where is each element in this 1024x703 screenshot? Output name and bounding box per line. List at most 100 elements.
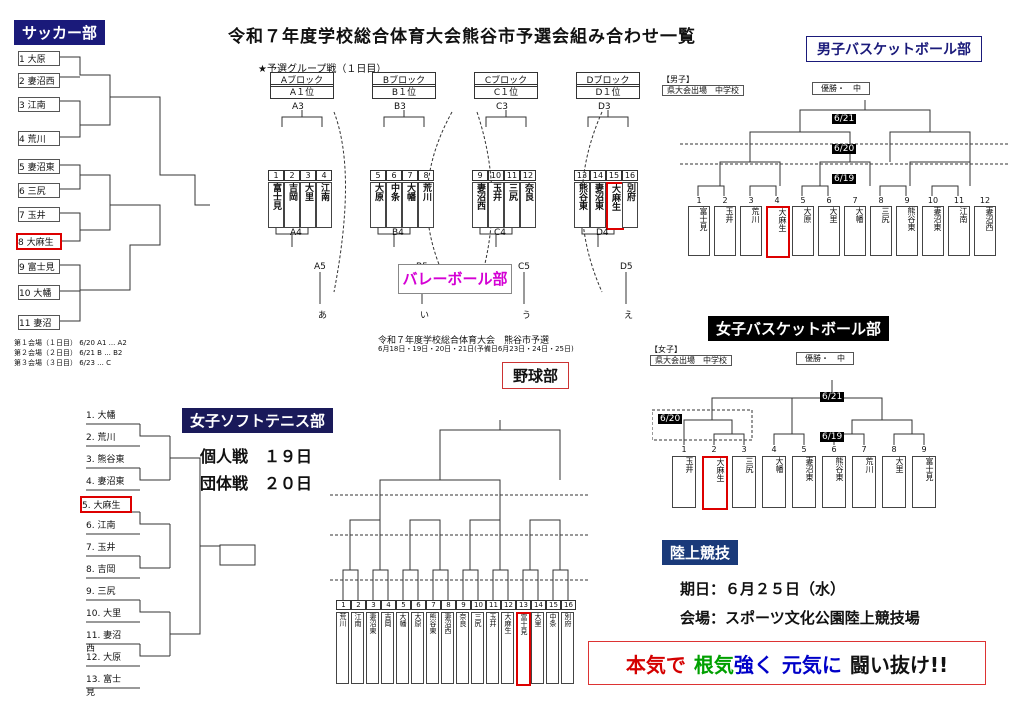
girls-basket-team: 三尻 [732, 456, 756, 508]
baseball-team: 大原 [411, 612, 424, 684]
boys-basket-label-row: 県大会出場 中学校 [662, 85, 744, 96]
bracket-line [697, 185, 725, 196]
baseball-num: 12 [501, 600, 516, 610]
soccer-header: サッカー部 [14, 20, 106, 45]
girls-basket-team: 玉井 [672, 456, 696, 508]
bracket-line [529, 519, 561, 570]
volleyball-team: 三尻 [504, 182, 520, 228]
boys-basket-team: 大原 [792, 206, 814, 256]
volleyball-block-bottom: C4 [494, 228, 507, 238]
bracket-line [139, 512, 170, 525]
boys-basket-date: 6/20 [832, 144, 857, 154]
bracket-line [349, 519, 381, 570]
soccer-team-highlight: 8 大麻生 [16, 233, 62, 250]
bracket-line [409, 519, 441, 570]
baseball-num: 4 [381, 600, 396, 610]
baseball-team: 中条 [546, 612, 559, 684]
track-header: 陸上競技 [662, 540, 739, 565]
soccer-team: 5 妻沼東 [18, 159, 60, 174]
volleyball-team-num: 10 [488, 170, 504, 181]
bracket-line [889, 131, 971, 162]
boys-basket-header: 男子バスケットボール部 [806, 36, 982, 62]
bracket-line [773, 433, 805, 445]
soccer-note: 第３会場（３日目） 6/23 ... C [14, 359, 111, 367]
softtennis-team: 10. 大里 [86, 609, 122, 619]
volleyball-block-next: C5 [518, 262, 531, 272]
softtennis-team: 13. 富士見 [86, 675, 122, 698]
volleyball-team-num: 16 [622, 170, 638, 181]
volleyball-block-pos: C１位 [474, 84, 538, 99]
baseball-num: 16 [561, 600, 576, 610]
soccer-note: 第２会場（２日目） 6/21 B ... B2 [14, 349, 123, 357]
volleyball-block-top: D3 [598, 102, 611, 112]
bracket-line [893, 433, 925, 445]
bracket-line [879, 185, 907, 196]
soccer-team: 9 富士見 [18, 259, 60, 274]
girls-basket-team: 大麻生 [702, 456, 728, 510]
bracket-line [139, 556, 170, 569]
boys-basket-team: 大麻生 [766, 206, 790, 258]
volleyball-block-result: あ [318, 311, 328, 321]
boys-basket-team: 大里 [818, 206, 840, 256]
volleyball-team-num: 2 [284, 170, 300, 181]
bracket-line [342, 569, 359, 600]
girls-basket-team: 大里 [882, 456, 906, 508]
boys-basket-num: 2 [722, 196, 728, 205]
bracket-line [909, 161, 971, 186]
volleyball-team-num: 14 [590, 170, 606, 181]
boys-basket-num: 10 [927, 196, 939, 205]
girls-basket-num: 3 [741, 445, 747, 454]
baseball-team: 別府 [561, 612, 574, 684]
volleyball-team: 荒川 [418, 182, 434, 228]
volleyball-block-result: う [522, 311, 532, 321]
girls-basket-team: 妻沼東 [792, 456, 816, 508]
boys-basket-num: 12 [979, 196, 991, 205]
boys-basket-label: 【男子】 県大会出場 中学校 [662, 74, 744, 96]
volleyball-block-next: D5 [620, 262, 633, 272]
baseball-team: 三尻 [471, 612, 484, 684]
bracket-line [139, 600, 170, 613]
volleyball-badge: バレーボール部 [398, 264, 512, 294]
bracket-line [281, 116, 323, 127]
boys-basket-team: 妻沼西 [974, 206, 996, 256]
volleyball-team-num: 13 [574, 170, 590, 181]
bracket-line [683, 419, 733, 445]
girls-basket-num: 5 [801, 445, 807, 454]
boys-basket-num: 7 [852, 196, 858, 205]
volleyball-team-num: 1 [268, 170, 284, 181]
volleyball-block-pos: B１位 [372, 84, 436, 99]
baseball-team: 富士見 [516, 612, 531, 686]
softtennis-lines [86, 423, 256, 689]
volleyball-team: 奈良 [520, 182, 536, 228]
bracket-line [170, 546, 201, 635]
girls-basket-num: 6 [831, 445, 837, 454]
baseball-num: 8 [441, 600, 456, 610]
bracket-line [522, 569, 539, 600]
baseball-team: 妻沼東 [366, 612, 379, 684]
girls-basket-label: 【女子】 県大会出場 中学校 [650, 344, 732, 366]
bracket-line [552, 569, 569, 600]
volleyball-team-num: 11 [504, 170, 520, 181]
girls-basket-lines [652, 380, 925, 445]
bracket-line [139, 644, 170, 657]
softtennis-header: 女子ソフトテニス部 [182, 408, 334, 433]
girls-basket-date: 6/20 [658, 414, 683, 424]
girls-basket-team: 熊谷東 [822, 456, 846, 508]
bracket-line [652, 409, 753, 441]
volleyball-block-result: い [420, 311, 430, 321]
volleyball-block-result: え [624, 311, 634, 321]
volleyball-block-bottom: D4 [596, 228, 609, 238]
boys-basket-team: 三尻 [870, 206, 892, 256]
volleyball-block-name: Aブロック [270, 72, 334, 87]
girls-basket-team: 荒川 [852, 456, 876, 508]
volleyball-block-top: B3 [394, 102, 406, 112]
baseball-team: 玉井 [486, 612, 499, 684]
softtennis-team: 1. 大幡 [86, 411, 116, 421]
girls-basket-team: 富士見 [912, 456, 936, 508]
volleyball-team-num: 4 [316, 170, 332, 181]
soccer-lines [60, 56, 210, 322]
softtennis-team: 6. 江南 [86, 521, 116, 531]
bracket-line [139, 468, 170, 481]
volleyball-team-num: 7 [402, 170, 418, 181]
